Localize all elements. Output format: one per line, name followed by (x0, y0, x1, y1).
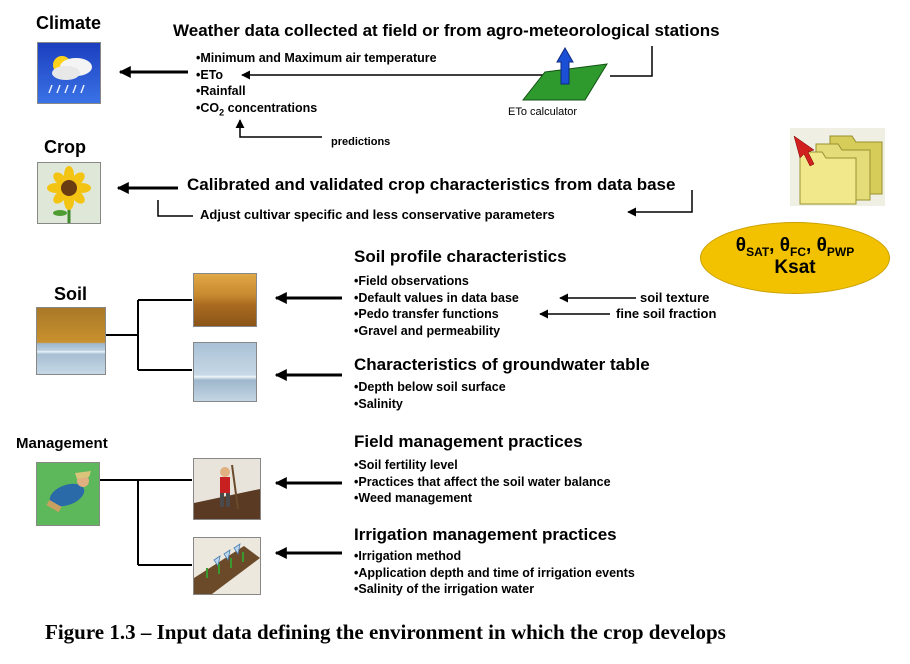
soil-texture-label: soil texture (640, 290, 710, 305)
sunflower-icon (37, 162, 101, 224)
irrigation-bullets: •Irrigation method •Application depth an… (354, 548, 635, 598)
weather-heading: Weather data collected at field or from … (173, 21, 720, 40)
soil-profile-heading: Soil profile characteristics (354, 247, 567, 266)
management-label: Management (16, 435, 108, 452)
heading-to-calculator-line (610, 46, 653, 77)
soil-profile-bullet-2: •Default values in data base (354, 290, 519, 305)
crop-heading: Calibrated and validated crop characteri… (187, 175, 676, 194)
climate-bullet-1: •Minimum and Maximum air temperature (196, 51, 437, 65)
field-mgmt-bullets: •Soil fertility level •Practices that af… (354, 457, 611, 507)
irrigation-bullet-1: •Irrigation method (354, 549, 462, 563)
adjust-label: Adjust cultivar specific and less conser… (200, 207, 555, 222)
climate-bullets: •Minimum and Maximum air temperature •ET… (196, 50, 437, 121)
climate-bullet-3: •Rainfall (196, 84, 246, 98)
climate-bullet-4: •CO2 concentrations (196, 100, 318, 118)
soil-layer-icon (193, 273, 257, 327)
irrigation-bullet-2: •Application depth and time of irrigatio… (354, 565, 635, 580)
irrigation-bullet-3: •Salinity of the irrigation water (354, 582, 535, 596)
eto-calculator-label: ETo calculator (508, 106, 578, 118)
field-worker-icon (193, 458, 261, 520)
soil-profile-bullet-4: •Gravel and permeability (354, 323, 501, 338)
climate-label: Climate (36, 13, 102, 33)
groundwater-heading: Characteristics of groundwater table (354, 355, 650, 374)
database-folder-icon (790, 128, 885, 206)
field-mgmt-bullet-2: •Practices that affect the soil water ba… (354, 474, 611, 489)
climate-bullet-2: •ETo (196, 67, 224, 82)
irrigation-icon (193, 537, 261, 595)
irrigation-heading: Irrigation management practices (354, 525, 617, 544)
soil-profile-bullet-1: •Field observations (354, 274, 469, 288)
soil-profile-bullets: •Field observations •Default values in d… (354, 273, 519, 339)
adjust-line (157, 200, 193, 217)
field-mgmt-heading: Field management practices (354, 432, 583, 451)
groundwater-bullet-2: •Salinity (354, 396, 403, 411)
farmer-icon (36, 462, 100, 526)
fine-soil-fraction-label: fine soil fraction (616, 306, 717, 321)
soil-parameters-badge: θSAT, θFC, θPWP Ksat (700, 222, 890, 294)
weather-icon (37, 42, 101, 104)
figure-caption: Figure 1.3 – Input data defining the env… (45, 620, 726, 644)
groundwater-icon (193, 342, 257, 402)
database-to-adjust-arrow (627, 190, 693, 217)
field-mgmt-bullet-1: •Soil fertility level (354, 458, 458, 472)
groundwater-bullets: •Depth below soil surface •Salinity (354, 379, 506, 412)
ksat-label: Ksat (774, 256, 816, 278)
field-mgmt-bullet-3: •Weed management (354, 491, 473, 505)
eto-calculator-icon (521, 46, 608, 101)
predictions-arrow (235, 119, 322, 138)
predictions-label: predictions (331, 136, 391, 148)
groundwater-bullet-1: •Depth below soil surface (354, 380, 506, 394)
soil-label: Soil (54, 284, 88, 304)
soil-parameters-theta: θSAT, θFC, θPWP (735, 235, 855, 259)
soil-profile-bullet-3: •Pedo transfer functions (354, 307, 499, 321)
crop-label: Crop (44, 137, 86, 157)
soil-profile-icon (36, 307, 106, 375)
